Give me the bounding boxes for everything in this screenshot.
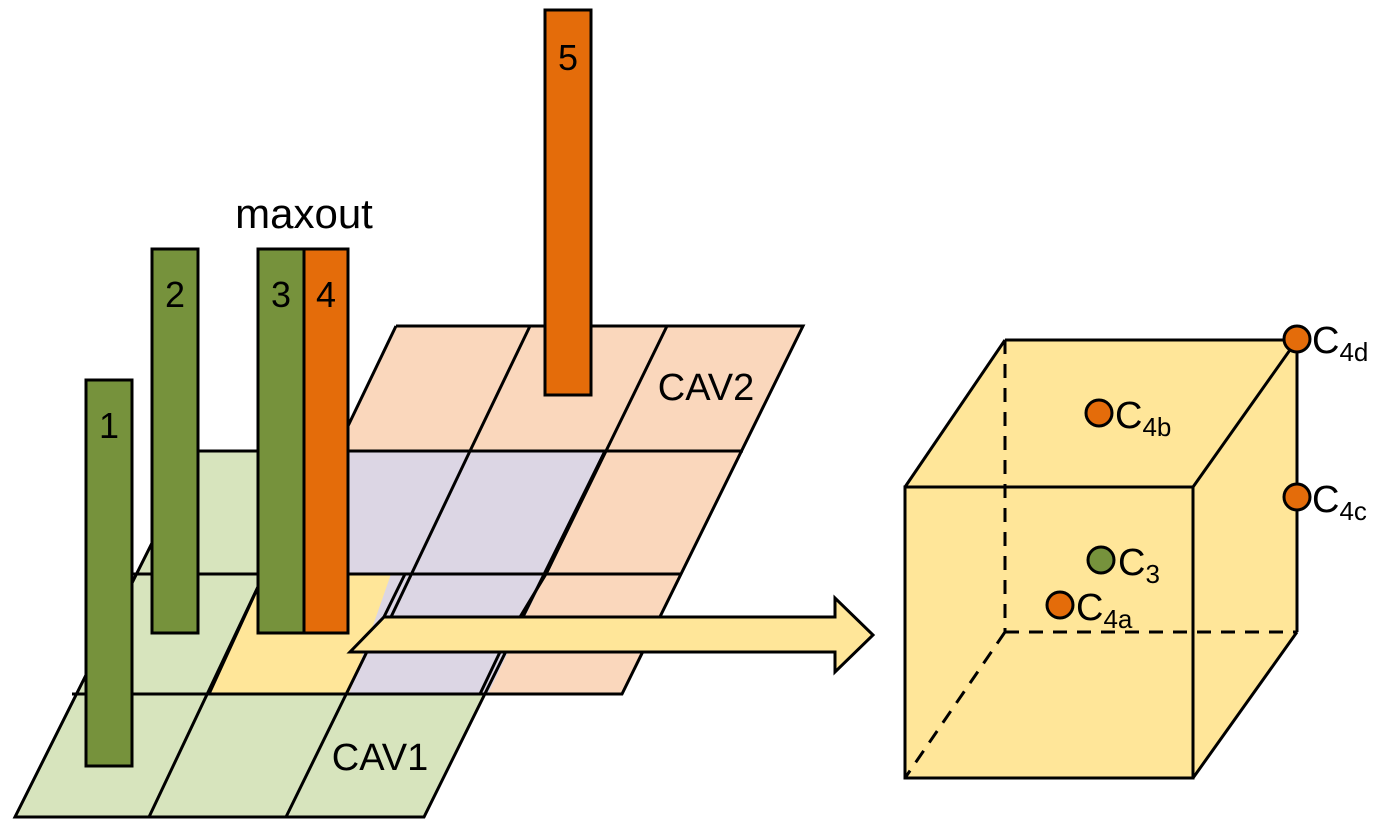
maxout-label: maxout [235,190,373,237]
point-c4c-label: C4c [1312,479,1367,526]
point-c4d [1282,324,1312,354]
bar-5 [543,8,593,397]
point-c4d-label: C4d [1312,320,1368,367]
cav1-label: CAV1 [332,737,428,779]
bar-3 [256,247,306,635]
bar-3-label: 3 [271,274,291,315]
bar-2-label: 2 [165,274,185,315]
point-c3 [1086,545,1116,575]
bar-1-label: 1 [99,405,119,446]
cav2-label: CAV2 [658,367,754,409]
point-c4a [1045,590,1075,620]
cube-front-face [905,487,1193,778]
point-c4b-label: C4b [1115,395,1171,442]
bars: 1 2 3 4 5 [84,8,593,768]
point-c3-label: C3 [1118,542,1160,589]
arrow-to-cube [346,594,876,676]
point-c4c [1282,482,1312,512]
cube-points: C4d C4b C4c C3 C4a [1045,320,1368,634]
bar-4 [302,247,350,635]
bar-5-label: 5 [558,37,578,78]
point-c4a-label: C4a [1076,587,1133,634]
bar-1 [84,378,134,768]
bar-2 [150,247,200,635]
point-c4b [1084,398,1114,428]
bar-4-label: 4 [316,274,336,315]
